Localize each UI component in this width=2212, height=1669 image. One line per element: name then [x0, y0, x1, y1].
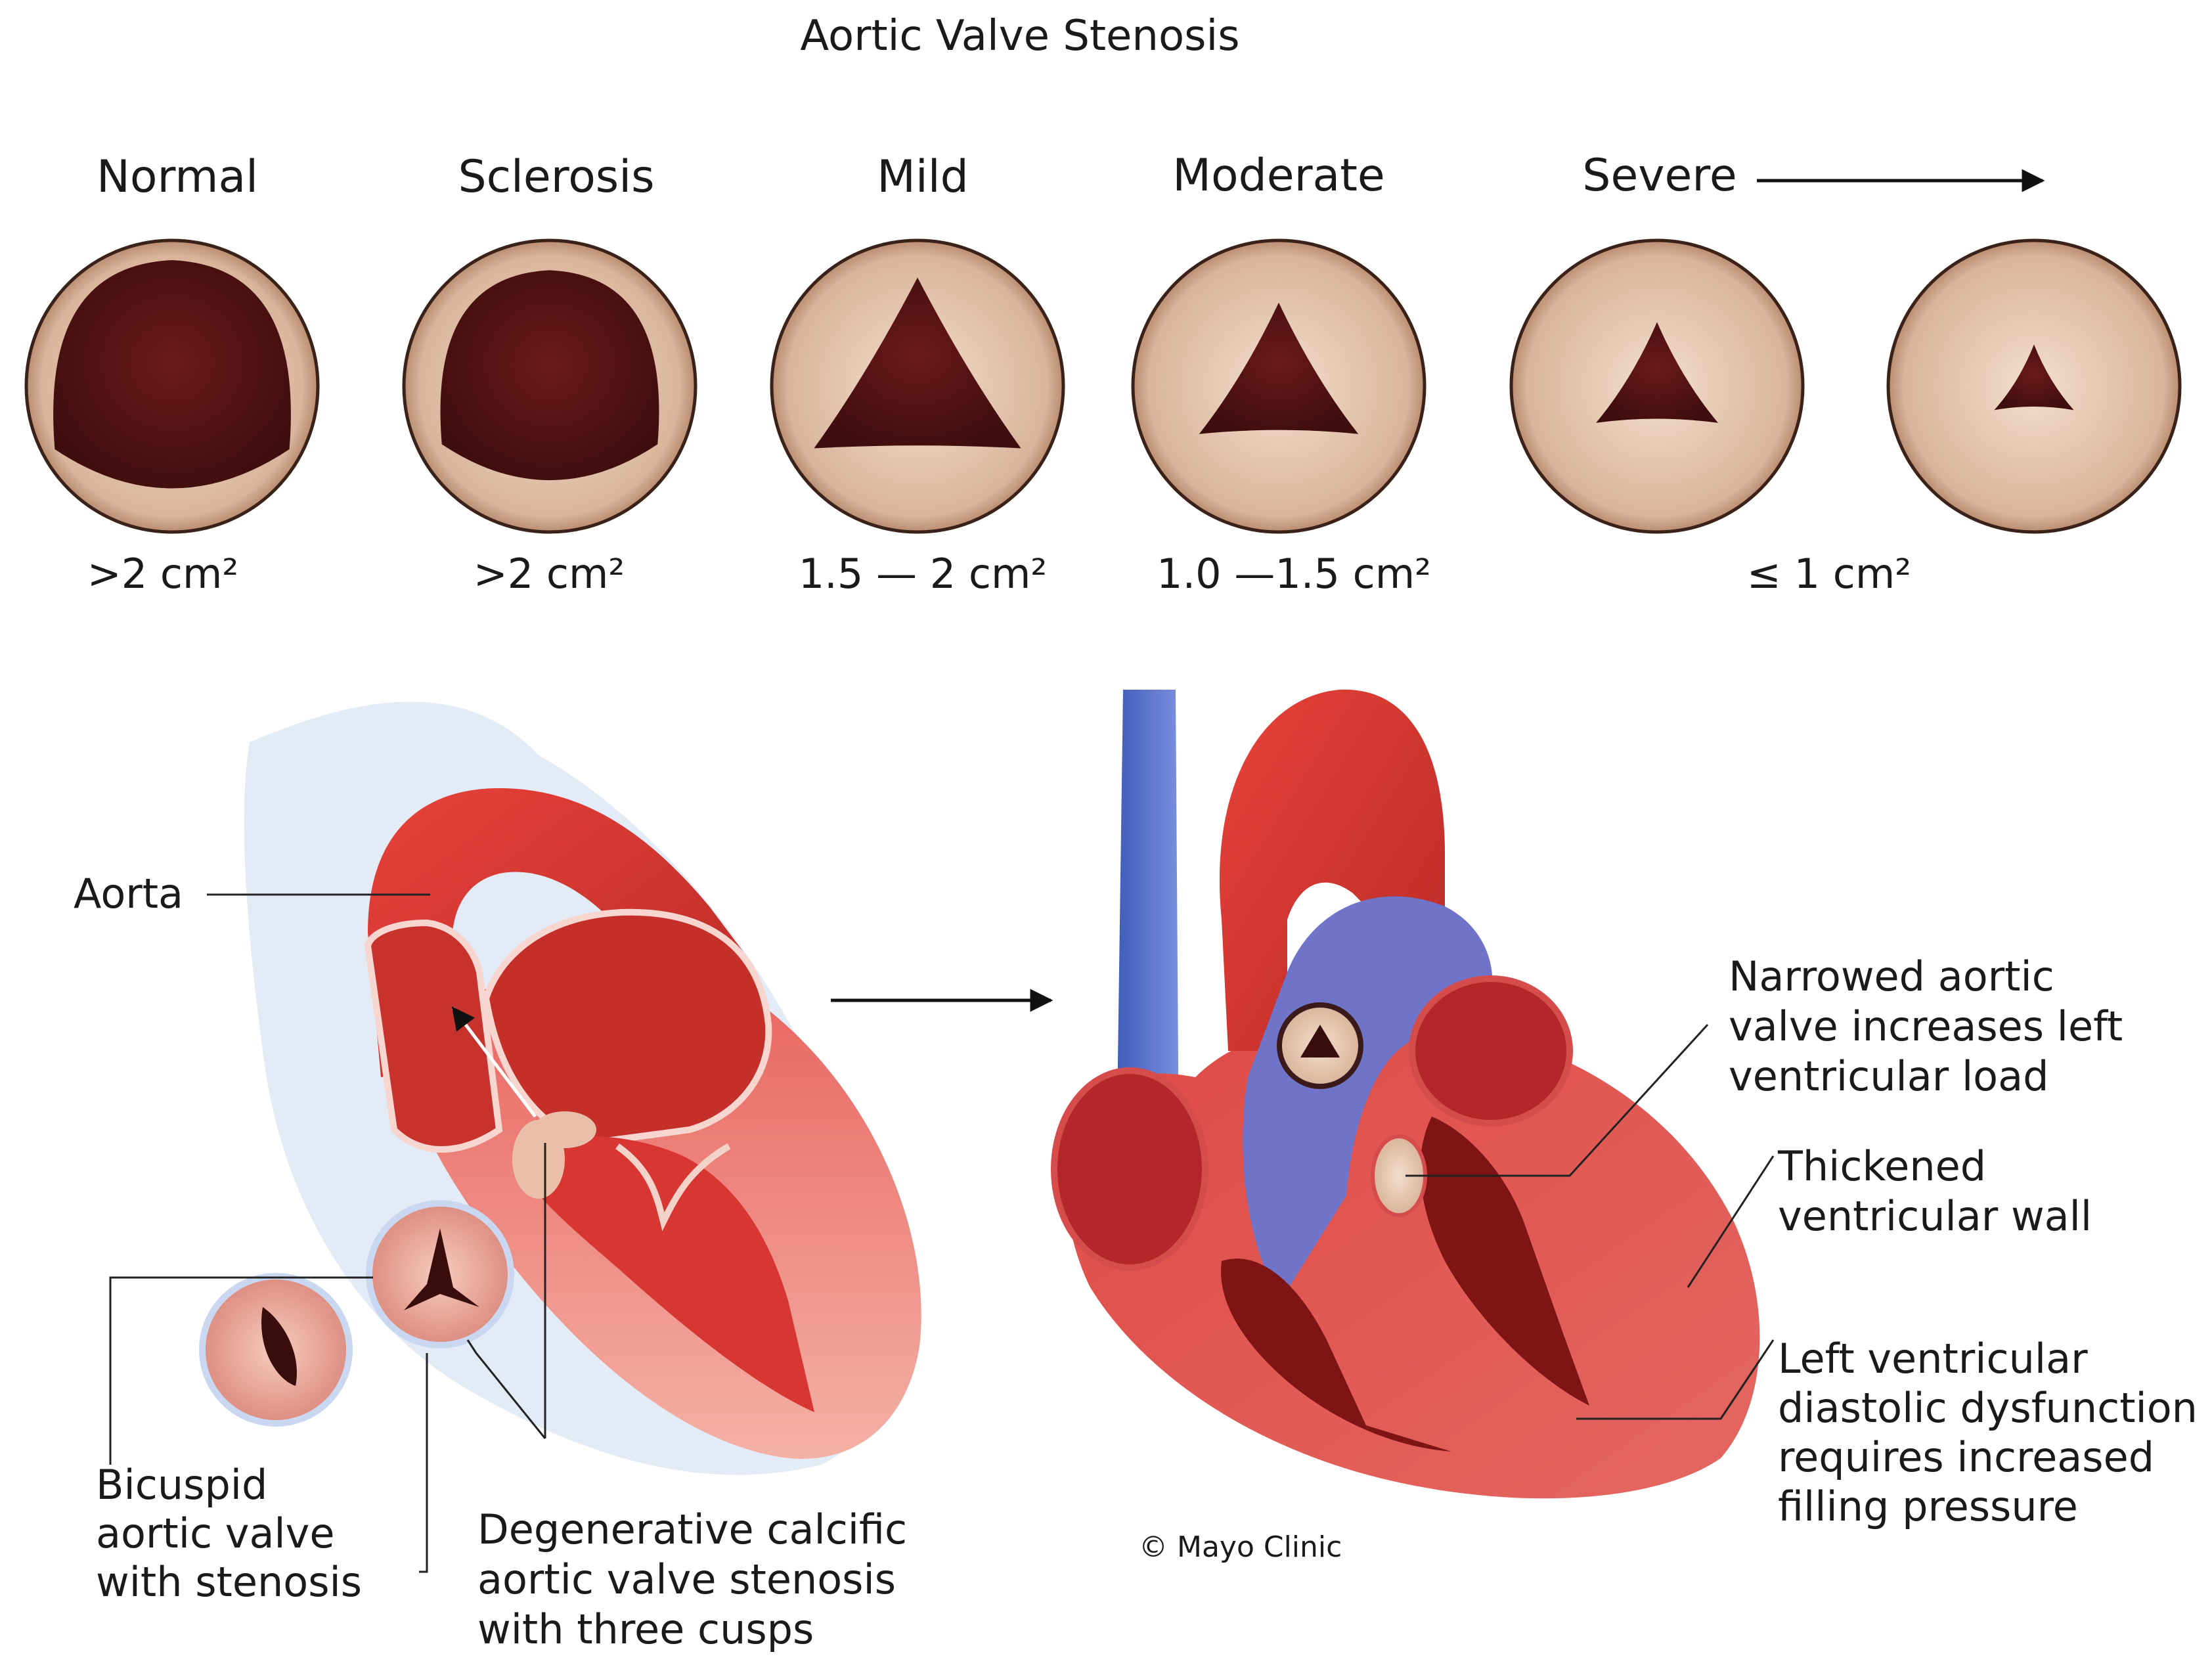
label-diastolic-line-4: filling pressure [1778, 1482, 2078, 1530]
label-narrowed-line-3: ventricular load [1729, 1052, 2048, 1100]
area-label-sclerosis: >2 cm² [474, 550, 625, 598]
label-bicuspid: Bicuspid aortic valve with stenosis [96, 1461, 362, 1606]
valve-opening [1199, 302, 1359, 434]
label-diastolic-line-2: diastolic dysfunction [1778, 1384, 2198, 1432]
valve-stage-row [24, 238, 2182, 534]
label-degenerative-line-2: aortic valve stenosis [477, 1555, 896, 1603]
label-aorta: Aorta [74, 870, 183, 918]
label-narrowed-line-1: Narrowed aortic [1729, 952, 2054, 1000]
label-thickened-line-1: Thickened [1777, 1142, 1986, 1190]
blood-flow-arrow [451, 1006, 537, 1118]
left-ventricle-chamber [1420, 1117, 1589, 1406]
label-narrowed-line-2: valve increases left [1729, 1002, 2123, 1050]
area-label-severe: ≤ 1 cm² [1747, 550, 1911, 598]
narrowed-aortic-valve-opening [1300, 1025, 1340, 1057]
ventricle-chamber [512, 1136, 814, 1412]
stage-label-moderate: Moderate [1172, 150, 1384, 202]
label-degenerative-line-3: with three cusps [477, 1605, 814, 1653]
leader-thickened [1687, 1155, 1775, 1288]
valve-opening [814, 277, 1021, 449]
label-bicuspid-line-1: Bicuspid [96, 1461, 267, 1509]
leader-narrowed [1405, 1023, 1709, 1177]
label-thickened-line-2: ventricular wall [1778, 1192, 2092, 1240]
leader-diastolic [1576, 1339, 1775, 1420]
leader-bicuspid-inset [419, 1353, 428, 1573]
left-heart-illustration [199, 701, 921, 1475]
stage-label-sclerosis: Sclerosis [458, 151, 654, 203]
diagram-title: Aortic Valve Stenosis [800, 12, 1239, 60]
right-heart-illustration [1051, 689, 1760, 1499]
area-label-moderate: 1.0 —1.5 cm² [1157, 550, 1431, 598]
right-atrium [1051, 1067, 1208, 1271]
calcified-leaflet [533, 1111, 596, 1148]
aorta-arch [368, 788, 749, 1077]
copyright-credit: © Mayo Clinic [1139, 1530, 1342, 1564]
label-diastolic-line-1: Left ventricular [1778, 1335, 2088, 1383]
superior-vena-cava [1117, 690, 1179, 1156]
label-diastolic: Left ventricular diastolic dysfunction r… [1778, 1335, 2211, 1530]
tricuspid-opening [404, 1228, 479, 1310]
aorta-lumen [364, 919, 503, 1153]
leader-bicuspid [109, 1276, 373, 1465]
label-thickened: Thickened ventricular wall [1777, 1142, 2092, 1240]
right-ventricle-chamber [1221, 1258, 1451, 1452]
heart-body [1064, 1019, 1760, 1499]
valve-opening [440, 270, 659, 481]
label-bicuspid-line-2: aortic valve [96, 1509, 335, 1557]
label-bicuspid-line-3: with stenosis [96, 1558, 362, 1606]
valve-opening [53, 260, 291, 489]
valve-opening [1994, 344, 2074, 411]
valve-stage-3 [770, 238, 1065, 534]
bicuspid-opening [261, 1307, 297, 1386]
stage-label-severe: Severe [1582, 150, 1736, 202]
left-atrium [1409, 975, 1573, 1126]
pulmonary-artery [1243, 896, 1493, 1301]
valve-opening [1596, 322, 1718, 423]
label-degenerative-line-1: Degenerative calcific [477, 1505, 907, 1553]
label-narrowed: Narrowed aortic valve increases left ven… [1729, 952, 2136, 1100]
valve-stage-4 [1131, 238, 1427, 534]
label-degenerative: Degenerative calcific aortic valve steno… [477, 1505, 920, 1653]
valve-stage-5 [1509, 238, 1805, 534]
stage-label-mild: Mild [877, 151, 969, 203]
aorta-trunk [1219, 689, 1445, 1051]
label-diastolic-line-3: requires increased [1778, 1433, 2154, 1481]
valve-stage-6 [1886, 238, 2182, 534]
mitral-leaflet [615, 1143, 731, 1232]
area-label-normal: >2 cm² [87, 550, 238, 598]
valve-stage-2 [402, 238, 697, 534]
stage-label-normal: Normal [97, 151, 258, 203]
valve-stage-1 [24, 238, 320, 534]
area-label-mild: 1.5 — 2 cm² [799, 550, 1048, 598]
leader-degenerative-inset [466, 1339, 546, 1439]
